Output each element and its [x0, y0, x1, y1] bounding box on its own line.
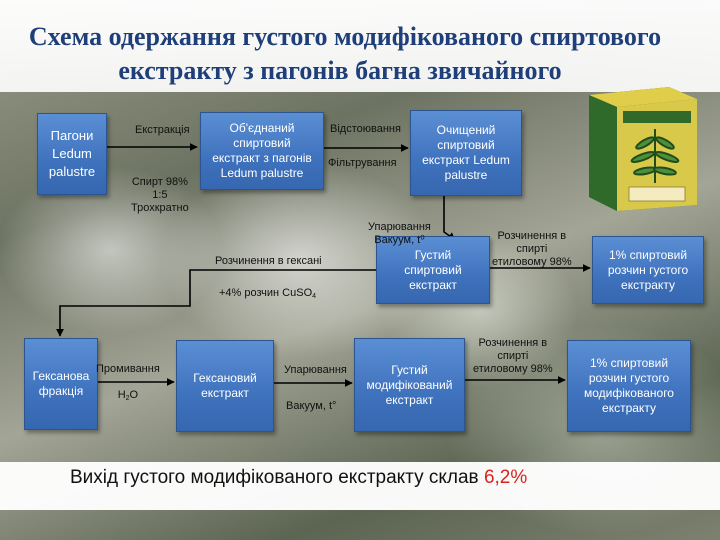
box-thick-extract: Густий спиртовий екстракт [376, 236, 490, 304]
label-vacuum-bottom: Вакуум, t° [286, 400, 337, 412]
box-combined-extract: Об'єднаний спиртовий екстракт з пагонів … [200, 112, 324, 190]
label-dissolve-hexane: Розчинення в гексані [215, 255, 322, 267]
label-cuso4: +4% розчин CuSO4 [219, 287, 317, 300]
box-1pct-modified-solution: 1% спиртовий розчин густого модифіковано… [567, 340, 691, 432]
footer-yield-value: 6,2% [483, 467, 528, 488]
label-dissolve-ethyl-2: Розчинення в спирті етиловому 98% [473, 337, 553, 375]
product-box-image [589, 87, 697, 211]
label-evaporation-bottom: Упарювання [284, 364, 347, 376]
title-band [0, 0, 720, 92]
box-hexane-extract: Гексановий екстракт [176, 340, 274, 432]
label-settling: Відстоювання [330, 123, 401, 135]
box-thick-modified-extract: Густий модифікований екстракт [354, 338, 465, 432]
box-hexane-fraction: Гексанова фракція [24, 338, 98, 430]
footer-yield-text: Вихід густого модифікованого екстракту с… [70, 467, 479, 488]
label-extraction: Екстракція [135, 124, 190, 136]
arrow-thick-to-hexane-fraction [56, 269, 376, 337]
arrow-purified-to-thick [443, 196, 456, 241]
label-washing: Промивання H2O [96, 363, 160, 402]
box-shoots: Пагони Ledum palustre [37, 113, 107, 195]
box-purified-extract: Очищений спиртовий екстракт Ledum palust… [410, 110, 522, 196]
box-1pct-solution: 1% спиртовий розчин густого екстракту [592, 236, 704, 304]
footer-yield: Вихід густого модифікованого екстракту с… [70, 467, 527, 489]
footer-band [0, 462, 720, 510]
label-filtering: Фільтрування [328, 157, 397, 169]
title-line-1: Схема одержання густого модифікованого с… [28, 22, 662, 51]
title-line-2: екстракту з пагонів багна звичайного [118, 56, 562, 85]
label-dissolve-ethyl-1: Розчинення в спирті етиловому 98% [492, 230, 572, 268]
